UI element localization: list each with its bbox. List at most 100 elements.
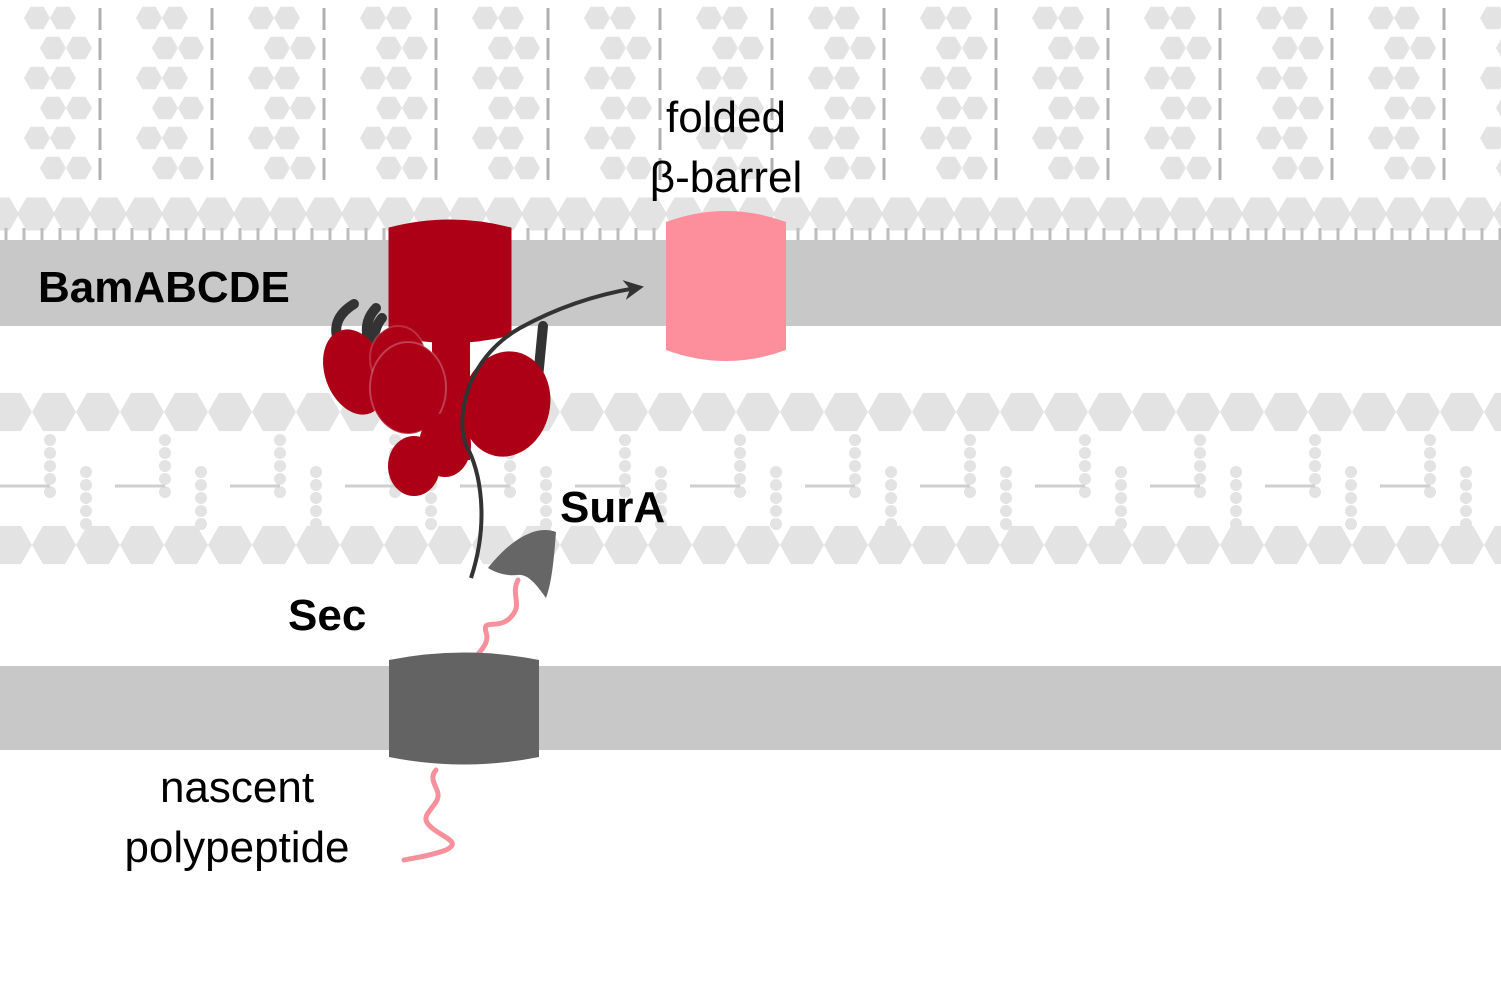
pg-glycan bbox=[1176, 525, 1220, 565]
pg-glycan bbox=[824, 392, 868, 432]
pg-peptide bbox=[425, 492, 437, 504]
lps-sugar bbox=[936, 36, 962, 60]
lps-sugar bbox=[600, 36, 626, 60]
pg-peptide bbox=[1194, 434, 1206, 446]
sec-translocon bbox=[389, 652, 539, 765]
lps-sugar bbox=[274, 126, 300, 150]
bamd-lipoprotein bbox=[369, 341, 447, 435]
pg-peptide bbox=[619, 447, 631, 459]
lps-sugar bbox=[264, 36, 290, 60]
lps-sugar bbox=[1058, 66, 1084, 90]
pg-peptide bbox=[1460, 479, 1472, 491]
pg-glycan bbox=[1396, 525, 1440, 565]
lipid-headgroup bbox=[557, 197, 595, 231]
lps-sugar bbox=[376, 156, 402, 180]
lps-sugar bbox=[600, 96, 626, 120]
pg-peptide bbox=[1309, 486, 1321, 498]
lps-sugar bbox=[626, 36, 652, 60]
lipid-headgroup bbox=[341, 197, 379, 231]
lps-sugar bbox=[274, 66, 300, 90]
lipid-headgroup bbox=[1061, 197, 1099, 231]
inner-membrane bbox=[0, 666, 1501, 750]
lps-sugar bbox=[386, 66, 412, 90]
pg-peptide bbox=[274, 447, 286, 459]
lps-sugar bbox=[264, 96, 290, 120]
pg-peptide bbox=[274, 473, 286, 485]
lps-sugar bbox=[40, 156, 66, 180]
lipid-headgroup bbox=[1025, 197, 1063, 231]
pg-peptide bbox=[619, 460, 631, 472]
pg-peptide bbox=[655, 492, 667, 504]
lps-sugar bbox=[1480, 6, 1501, 30]
folded-label-line1: folded bbox=[666, 93, 786, 142]
pg-peptide bbox=[195, 505, 207, 517]
lps-sugar bbox=[834, 66, 860, 90]
pg-glycan bbox=[384, 525, 428, 565]
lps-sugar bbox=[696, 126, 722, 150]
lps-sugar bbox=[1394, 126, 1420, 150]
pg-peptide bbox=[885, 492, 897, 504]
lps-sugar bbox=[1384, 96, 1410, 120]
lps-sugar bbox=[1170, 6, 1196, 30]
lps-sugar bbox=[360, 6, 386, 30]
pg-peptide bbox=[1000, 505, 1012, 517]
lps-sugar bbox=[162, 66, 188, 90]
lipid-headgroup bbox=[233, 197, 271, 231]
pg-peptide bbox=[655, 466, 667, 478]
pg-glycan bbox=[296, 525, 340, 565]
lipid-headgroup bbox=[1169, 197, 1207, 231]
lps-sugar bbox=[290, 96, 316, 120]
lps-sugar bbox=[1410, 36, 1436, 60]
lps-sugar bbox=[600, 156, 626, 180]
pg-peptide bbox=[734, 460, 746, 472]
pg-peptide bbox=[885, 479, 897, 491]
polypeptide-cytoplasmic bbox=[401, 767, 455, 863]
polypeptide-periplasmic bbox=[471, 577, 521, 663]
lps-sugar bbox=[1170, 126, 1196, 150]
lps-sugar bbox=[50, 126, 76, 150]
lipid-headgroup bbox=[809, 197, 847, 231]
pg-peptide bbox=[1194, 447, 1206, 459]
pg-peptide bbox=[44, 486, 56, 498]
lipid-headgroup bbox=[1277, 197, 1315, 231]
pg-peptide bbox=[655, 479, 667, 491]
lps-sugar bbox=[1032, 66, 1058, 90]
pg-glycan bbox=[1352, 525, 1396, 565]
lps-sugar bbox=[1048, 36, 1074, 60]
lps-sugar bbox=[808, 126, 834, 150]
lipid-headgroup bbox=[1205, 197, 1243, 231]
pg-glycan bbox=[560, 392, 604, 432]
pg-glycan bbox=[1132, 525, 1176, 565]
pg-peptide bbox=[770, 479, 782, 491]
lipid-headgroup bbox=[917, 197, 955, 231]
bama-potra-domain bbox=[388, 436, 440, 496]
pg-peptide bbox=[1194, 473, 1206, 485]
lps-sugar bbox=[274, 6, 300, 30]
pg-glycan bbox=[868, 525, 912, 565]
lps-sugar bbox=[498, 126, 524, 150]
lps-sugar bbox=[290, 36, 316, 60]
nascent-label-line2: polypeptide bbox=[124, 823, 349, 872]
pg-glycan bbox=[428, 525, 472, 565]
pg-peptide bbox=[1460, 466, 1472, 478]
lps-sugar bbox=[824, 96, 850, 120]
pg-peptide bbox=[964, 460, 976, 472]
lipid-headgroup bbox=[1133, 197, 1171, 231]
pg-glycan bbox=[648, 392, 692, 432]
pg-peptide bbox=[540, 466, 552, 478]
pg-peptide bbox=[849, 460, 861, 472]
lps-sugar bbox=[920, 66, 946, 90]
lps-sugar bbox=[488, 36, 514, 60]
lps-sugar bbox=[722, 6, 748, 30]
pg-peptide bbox=[849, 447, 861, 459]
pg-peptide bbox=[619, 434, 631, 446]
bame-lipoprotein bbox=[461, 351, 551, 457]
lps-sugar bbox=[136, 66, 162, 90]
pg-glycan bbox=[780, 525, 824, 565]
lipid-headgroup bbox=[1493, 200, 1501, 228]
pg-peptide bbox=[425, 505, 437, 517]
pg-peptide bbox=[849, 486, 861, 498]
pg-glycan bbox=[1484, 392, 1501, 432]
pg-glycan bbox=[1484, 525, 1501, 565]
